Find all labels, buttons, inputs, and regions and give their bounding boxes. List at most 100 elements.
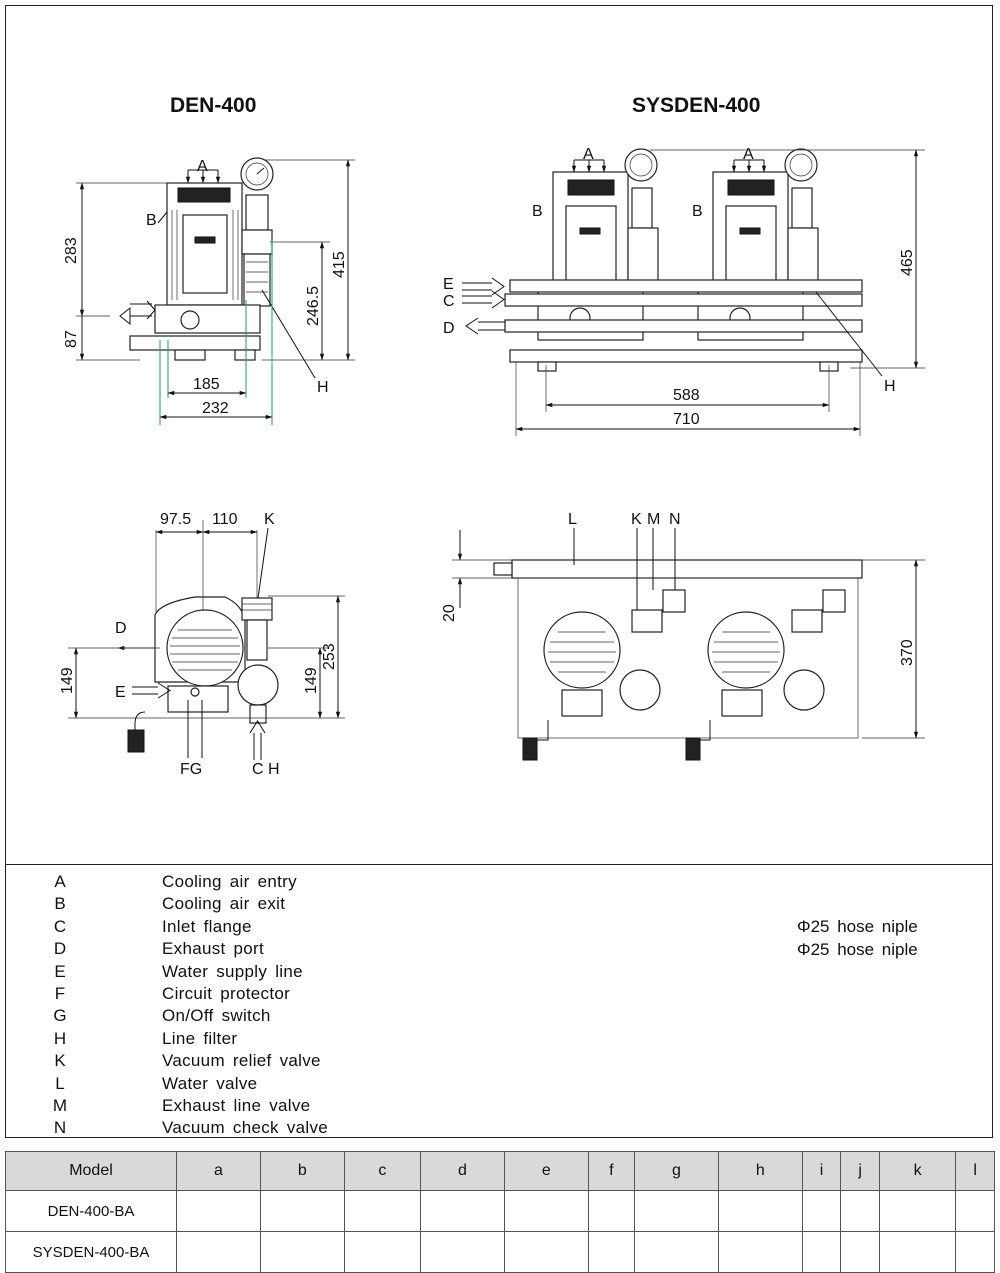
dim-185: 185 — [193, 376, 220, 393]
column-header: f — [587, 1151, 635, 1191]
dim-110: 110 — [212, 511, 238, 528]
legend-label: Exhaust line valve — [162, 1096, 311, 1115]
callout-k-sys: K — [631, 511, 642, 528]
table-cell — [259, 1190, 345, 1232]
table-cell — [955, 1231, 995, 1273]
legend-label: Circuit protector — [162, 984, 291, 1003]
column-header: d — [420, 1151, 505, 1191]
callout-a-sysden-1: A — [583, 146, 594, 163]
table-cell — [343, 1231, 422, 1273]
column-header: l — [955, 1151, 995, 1191]
column-header: g — [633, 1151, 719, 1191]
table-cell — [801, 1190, 842, 1232]
column-header: k — [879, 1151, 957, 1191]
callout-b-den400: B — [146, 212, 157, 229]
column-header: h — [717, 1151, 803, 1191]
dim-232: 232 — [202, 400, 229, 417]
column-header: b — [259, 1151, 345, 1191]
callout-d-top: D — [115, 620, 127, 637]
dim-246-5: 246.5 — [305, 286, 322, 326]
callout-m: M — [647, 511, 660, 528]
note-hose-niple-2: Φ25 hose niple — [797, 940, 918, 959]
column-header-model: Model — [5, 1151, 177, 1191]
callout-ch-top: C H — [252, 761, 280, 778]
callout-n: N — [669, 511, 681, 528]
legend-label: Water supply line — [162, 961, 303, 981]
legend-label: Cooling air entry — [162, 872, 297, 891]
den400-front-view: A B H 283 87 415 246.5 185 232 — [63, 157, 355, 425]
column-header: i — [801, 1151, 842, 1191]
callout-c-sysden: C — [443, 293, 455, 310]
den400-relief-valve — [241, 597, 273, 621]
sysden400-top-manifold — [511, 559, 863, 579]
legend-label: Exhaust port — [162, 939, 265, 959]
legend-key: L — [55, 1073, 65, 1093]
column-header: e — [503, 1151, 589, 1191]
legend-separator — [5, 864, 993, 865]
table-cell — [587, 1190, 635, 1232]
legend-key: H — [53, 1028, 67, 1048]
callout-e-top: E — [115, 684, 126, 701]
legend-key: K — [54, 1051, 66, 1071]
dim-465: 465 — [899, 249, 916, 276]
callout-b-sysden-2: B — [692, 203, 703, 220]
table-cell — [955, 1190, 995, 1232]
callout-fg-top: FG — [180, 761, 202, 778]
table-row: DEN-400-BA — [5, 1190, 995, 1232]
den400-fan-cover — [166, 609, 244, 687]
note-hose-niple-1: Φ25 hose niple — [797, 917, 918, 936]
den400-top-view: D E C H FG K 97.5 110 149 149 253 — [59, 511, 345, 778]
dim-87: 87 — [63, 330, 80, 348]
dim-149-left: 149 — [59, 667, 76, 694]
table-cell — [879, 1190, 957, 1232]
callout-h-den400: H — [317, 379, 329, 396]
dim-253: 253 — [321, 643, 338, 670]
dim-370: 370 — [899, 639, 916, 666]
den400-fan-grille — [177, 187, 231, 203]
callout-b-sysden-1: B — [532, 203, 543, 220]
callout-a-den400: A — [197, 158, 208, 175]
drawing-frame — [5, 5, 993, 1138]
sysden400-front-view: E C D A A B B H 465 588 710 — [443, 146, 925, 436]
column-header: c — [343, 1151, 422, 1191]
legend-key: D — [53, 939, 67, 959]
model-cell: DEN-400-BA — [5, 1190, 177, 1232]
table-cell — [176, 1231, 261, 1273]
model-cell: SYSDEN-400-BA — [5, 1231, 177, 1273]
table-row: SYSDEN-400-BA — [5, 1231, 995, 1273]
table-cell — [420, 1231, 505, 1273]
legend-key: G — [53, 1006, 67, 1026]
table-cell — [176, 1190, 261, 1232]
table-cell — [420, 1190, 505, 1232]
dim-149-right: 149 — [303, 667, 320, 694]
legend-key: B — [54, 894, 66, 914]
legend-label: Water valve — [162, 1073, 258, 1093]
legend-key: M — [52, 1096, 68, 1115]
column-header: j — [840, 1151, 881, 1191]
table-cell — [633, 1231, 719, 1273]
table-cell — [717, 1231, 803, 1273]
table-cell — [503, 1231, 589, 1273]
table-cell — [343, 1190, 422, 1232]
dim-283: 283 — [63, 237, 80, 264]
callout-a-sysden-2: A — [743, 146, 754, 163]
table-cell — [879, 1231, 957, 1273]
callout-l: L — [568, 511, 577, 528]
legend-label: Inlet flange — [162, 916, 252, 936]
table-cell — [503, 1190, 589, 1232]
den400-line-filter — [243, 253, 271, 307]
legend-label: On/Off switch — [162, 1006, 271, 1026]
legend-label: Line filter — [162, 1028, 238, 1048]
table-cell — [587, 1231, 635, 1273]
legend-label: Vacuum relief valve — [162, 1051, 321, 1071]
sysden400-base-plate — [509, 349, 863, 363]
legend-key: C — [53, 916, 67, 936]
dim-20: 20 — [441, 604, 458, 622]
legend-key: F — [54, 984, 66, 1003]
table-cell — [840, 1190, 881, 1232]
title-sysden-400: SYSDEN-400 — [632, 94, 761, 117]
table-cell — [801, 1231, 842, 1273]
